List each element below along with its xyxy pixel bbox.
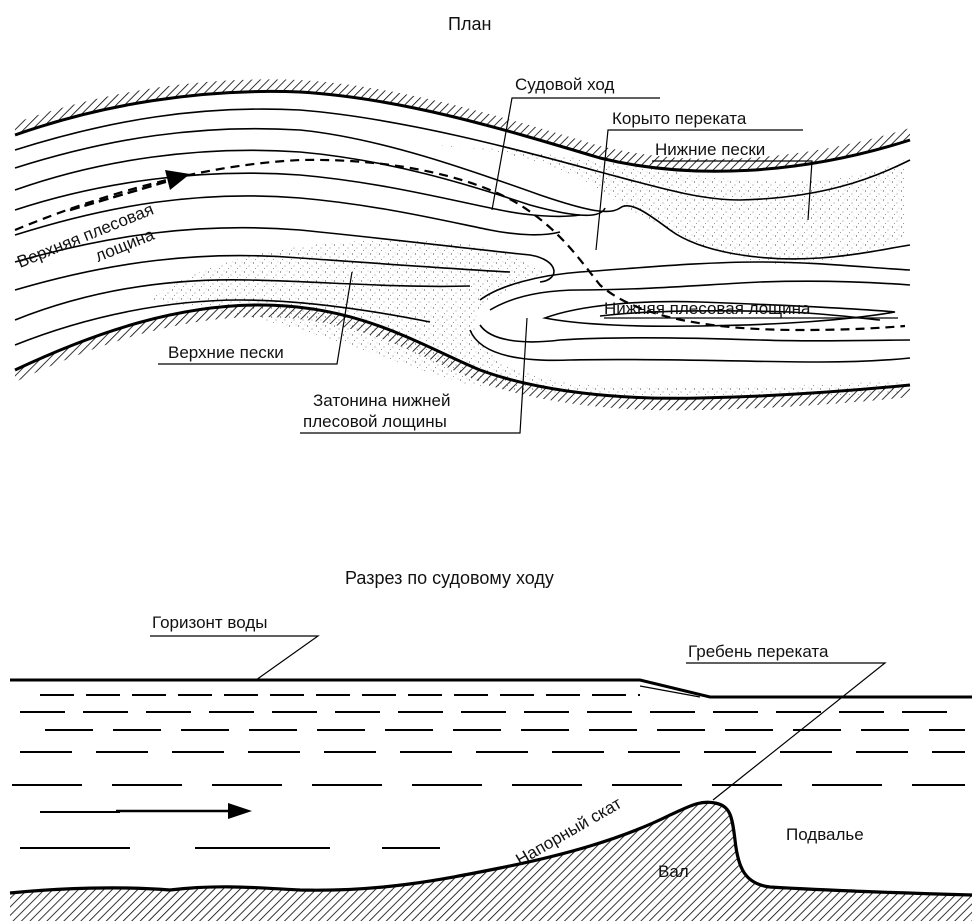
label-val: Вал (658, 862, 689, 881)
label-podvalye: Подвалье (786, 825, 864, 844)
section-flow-arrowhead (228, 803, 252, 819)
plan-view: План (14, 14, 910, 433)
leader-greben (686, 663, 885, 800)
label-zatonina-1: Затонина нижней (313, 391, 450, 410)
flow-arrowhead (165, 170, 190, 190)
label-sudovoy-hod: Судовой ход (515, 75, 614, 94)
isobath (480, 325, 910, 342)
label-koryto-pereката: Корыто переката (612, 109, 747, 128)
label-zatonina-2: плесовой лощины (303, 412, 447, 431)
section-view: Разрез по судовому ходу Горизонт воды Гр… (10, 568, 972, 921)
label-nizhnyaya-loshchina: Нижняя плесовая лощина (604, 299, 811, 318)
plan-title: План (448, 14, 491, 34)
label-gorizont-vody: Горизонт воды (152, 613, 268, 632)
leader-gorizont-vody (150, 636, 318, 680)
section-title: Разрез по судовому ходу (345, 568, 554, 588)
riverbed-hatch (10, 802, 972, 921)
isobath (470, 330, 910, 362)
label-nizhnie-peski: Нижние пески (655, 140, 765, 159)
label-greben-pereката: Гребень переката (688, 642, 829, 661)
label-verhnie-peski: Верхние пески (168, 343, 284, 362)
